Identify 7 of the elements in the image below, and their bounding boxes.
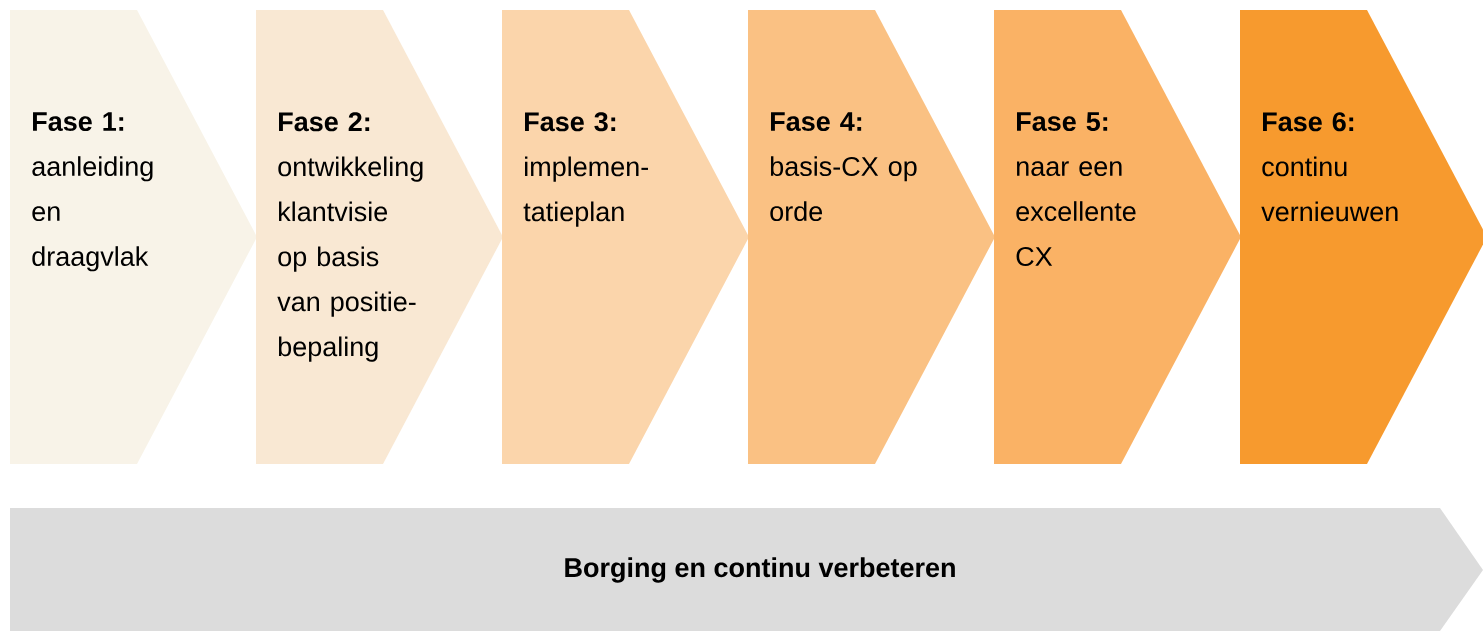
chevron-step: Fase 2: ontwikkeling klantvisie op basis van positie- bepaling	[256, 10, 503, 464]
chevron-step: Fase 6: continu vernieuwen	[1240, 10, 1483, 464]
chevron-step: Fase 5: naar een excellente CX	[994, 10, 1241, 464]
chevron-step: Fase 1: aanleiding en draagvlak	[10, 10, 257, 464]
chevron-step: Fase 3: implemen- tatieplan	[502, 10, 749, 464]
chevron-step: Fase 4: basis-CX op orde	[748, 10, 995, 464]
arrow-band: Borging en continu verbeteren	[10, 508, 1483, 631]
